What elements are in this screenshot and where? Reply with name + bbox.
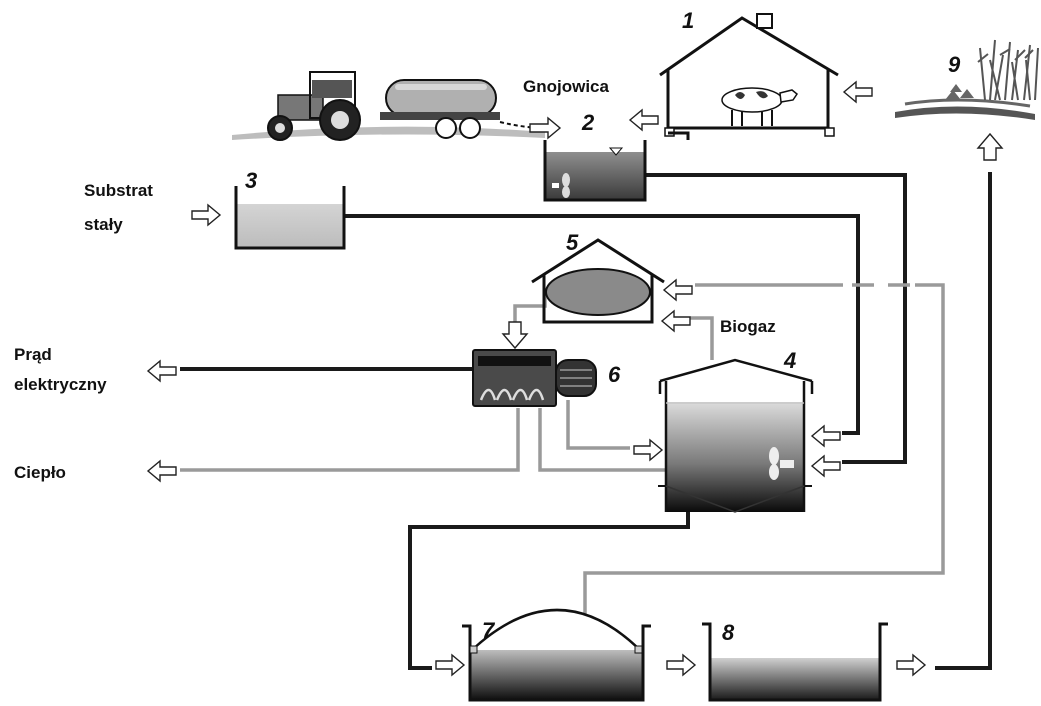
arrow-substrate-in xyxy=(191,203,222,227)
pipe-heat-loop-outer xyxy=(180,408,520,472)
substrate-tank xyxy=(234,186,346,250)
arrow-tank7-to-tank8 xyxy=(666,653,697,677)
arrow-electricity-out xyxy=(146,359,177,383)
label-6: 6 xyxy=(608,362,621,387)
pipe-substrate-to-digester xyxy=(345,214,860,435)
arrow-barn-to-tank2 xyxy=(628,108,659,132)
label-9: 9 xyxy=(948,52,961,77)
label-substrat-line1: Substrat xyxy=(84,181,153,200)
pipe-barn-to-tank2 xyxy=(668,131,690,140)
arrow-into-barn xyxy=(842,80,873,104)
pipe-heat-loop-2 xyxy=(538,408,665,472)
tractor-tanker xyxy=(232,71,546,141)
cow-icon xyxy=(721,87,799,126)
arrow-heat-out xyxy=(146,459,177,483)
pipe-heat-loop-1 xyxy=(566,400,630,450)
gas-bag xyxy=(545,268,651,316)
label-3: 3 xyxy=(245,168,257,193)
arrow-substrate-into-digester xyxy=(810,424,841,448)
label-biogaz: Biogaz xyxy=(720,317,776,336)
arrow-to-field xyxy=(976,132,1004,161)
label-prad-line1: Prąd xyxy=(14,345,52,364)
mixer-icon xyxy=(769,447,794,480)
pipe-gas-to-generator xyxy=(513,293,547,326)
label-4: 4 xyxy=(783,348,796,373)
label-5: 5 xyxy=(566,230,579,255)
label-cieplo: Ciepło xyxy=(14,463,66,482)
digester xyxy=(658,358,814,513)
gas-storage xyxy=(531,238,665,324)
arrow-gas-to-generator xyxy=(501,321,529,350)
label-2: 2 xyxy=(581,110,595,135)
arrow-into-tank7 xyxy=(435,653,466,677)
arrow-slurry-into-digester xyxy=(810,454,841,478)
digestate-tank xyxy=(702,622,888,702)
pipe-tank8-to-field xyxy=(935,172,992,670)
label-gnojowica: Gnojowica xyxy=(523,77,610,96)
slurry-tank xyxy=(543,140,647,202)
chp-generator xyxy=(472,349,597,407)
barn xyxy=(659,13,839,137)
field-crops xyxy=(895,39,1039,120)
pipe-slurry-to-digester xyxy=(645,173,907,464)
post-digester xyxy=(462,608,651,702)
arrow-into-tank2 xyxy=(529,116,562,140)
arrow-out-tank8 xyxy=(896,653,927,677)
label-1: 1 xyxy=(682,8,694,33)
label-prad-line2: elektryczny xyxy=(14,375,107,394)
label-8: 8 xyxy=(722,620,735,645)
pipe-gas-tank7-to-storage xyxy=(583,283,945,615)
arrow-biogas-into-storage xyxy=(660,309,691,333)
label-7: 7 xyxy=(482,618,496,643)
arrow-gas-into-storage-upper xyxy=(662,278,693,302)
arrow-heat-to-digester xyxy=(633,438,664,462)
pipe-biogas-digester-to-storage xyxy=(690,316,714,360)
label-substrat-line2: stały xyxy=(84,215,123,234)
